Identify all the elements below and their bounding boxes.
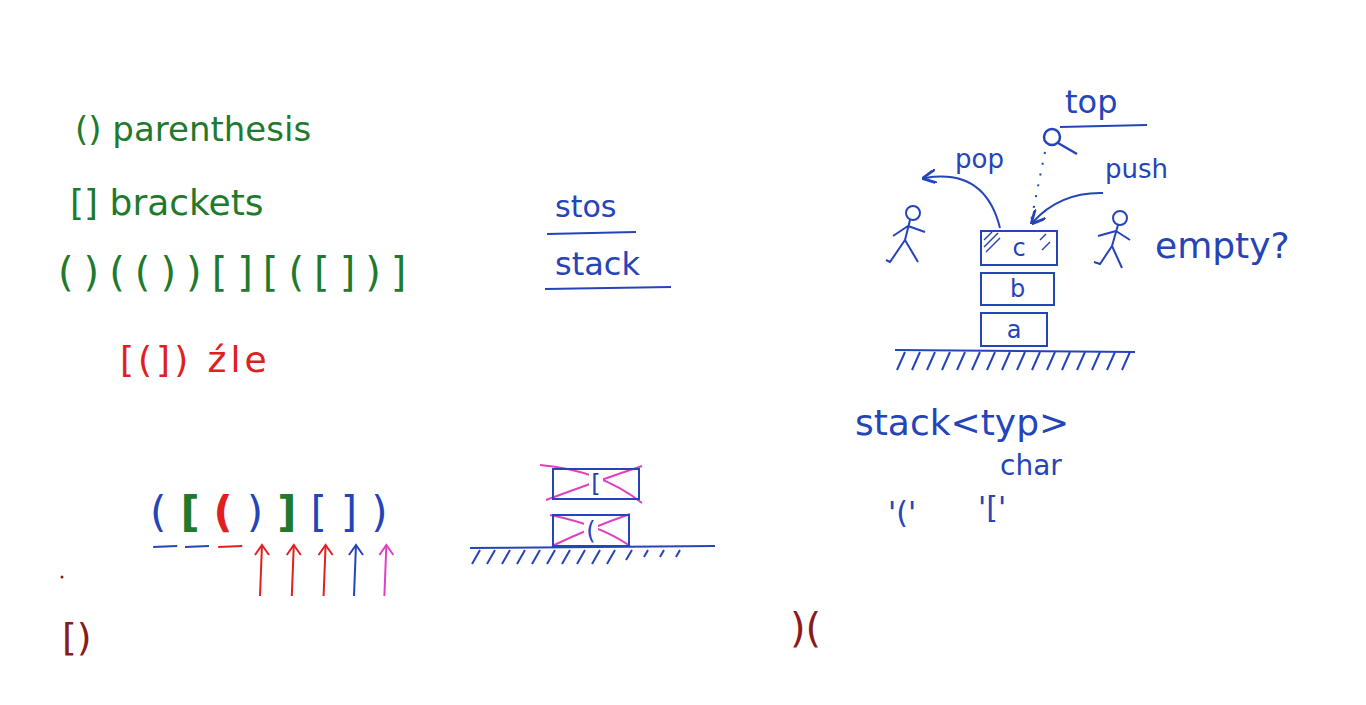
symbol-char: ] [277,488,310,537]
wrong-example: [) [62,618,92,656]
heading-word: stack [555,248,640,280]
stack-element-box: [ [552,468,640,500]
symbol-char: ] [341,488,371,537]
pop-arrow [925,177,1000,228]
wrong-example: [(]) źle [120,342,271,378]
stack-element-label: a [1005,318,1024,342]
arrow-head [379,545,393,555]
magnifier-icon [1044,129,1077,154]
symbol-char: [ [310,488,340,537]
traced-sequence: ([()][]) [150,492,402,534]
pop-marker-arrow [260,545,262,596]
pop-marker-arrow [384,545,386,596]
term-label: () parenthesis [75,112,311,146]
symbol-char: ) [247,488,277,537]
term-label: [] brackets [70,185,264,221]
pop-marker-arrow [324,545,326,596]
char-literal: '(' [888,498,916,528]
stack-element-box: b [980,272,1055,306]
example-sequence: ()(())[][([])] [58,252,416,292]
stack-element-label: c [1010,236,1027,260]
stick-figure [886,206,925,262]
pushed-mark [185,546,209,547]
type-label: stack<typ> [855,405,1069,441]
push-arrow [1033,193,1103,222]
pop-marker-arrow [292,545,294,596]
stack-element-label: b [1008,277,1027,301]
operation-label: empty? [1155,228,1290,264]
pushed-mark [218,546,242,547]
dotted-line [1030,152,1045,226]
underline [547,232,636,234]
stack-element-box: a [980,312,1048,347]
arrow-head [287,545,301,555]
symbol-char: ( [214,488,247,537]
underline [1060,125,1147,127]
arrow-head [255,545,269,555]
wrong-example: )( [790,608,821,648]
ground [895,350,1135,370]
type-label: char [1000,452,1062,480]
operation-label: pop [955,146,1004,172]
stack-element-box: c [980,230,1058,266]
char-literal: '[' [978,493,1006,523]
stack-element-box: ( [552,514,630,547]
operation-label: top [1065,86,1117,118]
stick-figure [1094,211,1130,268]
heading-word: stos [555,192,616,222]
stack-element-label: [ [589,472,602,496]
underline [545,287,671,289]
arrow-head [319,545,333,555]
operation-label: push [1105,156,1168,182]
ground [470,546,715,564]
stack-element-label: ( [584,519,597,543]
pushed-mark [153,546,177,547]
symbol-char: ( [150,488,180,537]
pop-marker-arrow [354,545,356,596]
symbol-char: [ [180,488,213,537]
ink-dot [61,576,64,579]
arrow-head [349,545,363,555]
cross-out [540,465,642,546]
symbol-char: ) [371,488,401,537]
